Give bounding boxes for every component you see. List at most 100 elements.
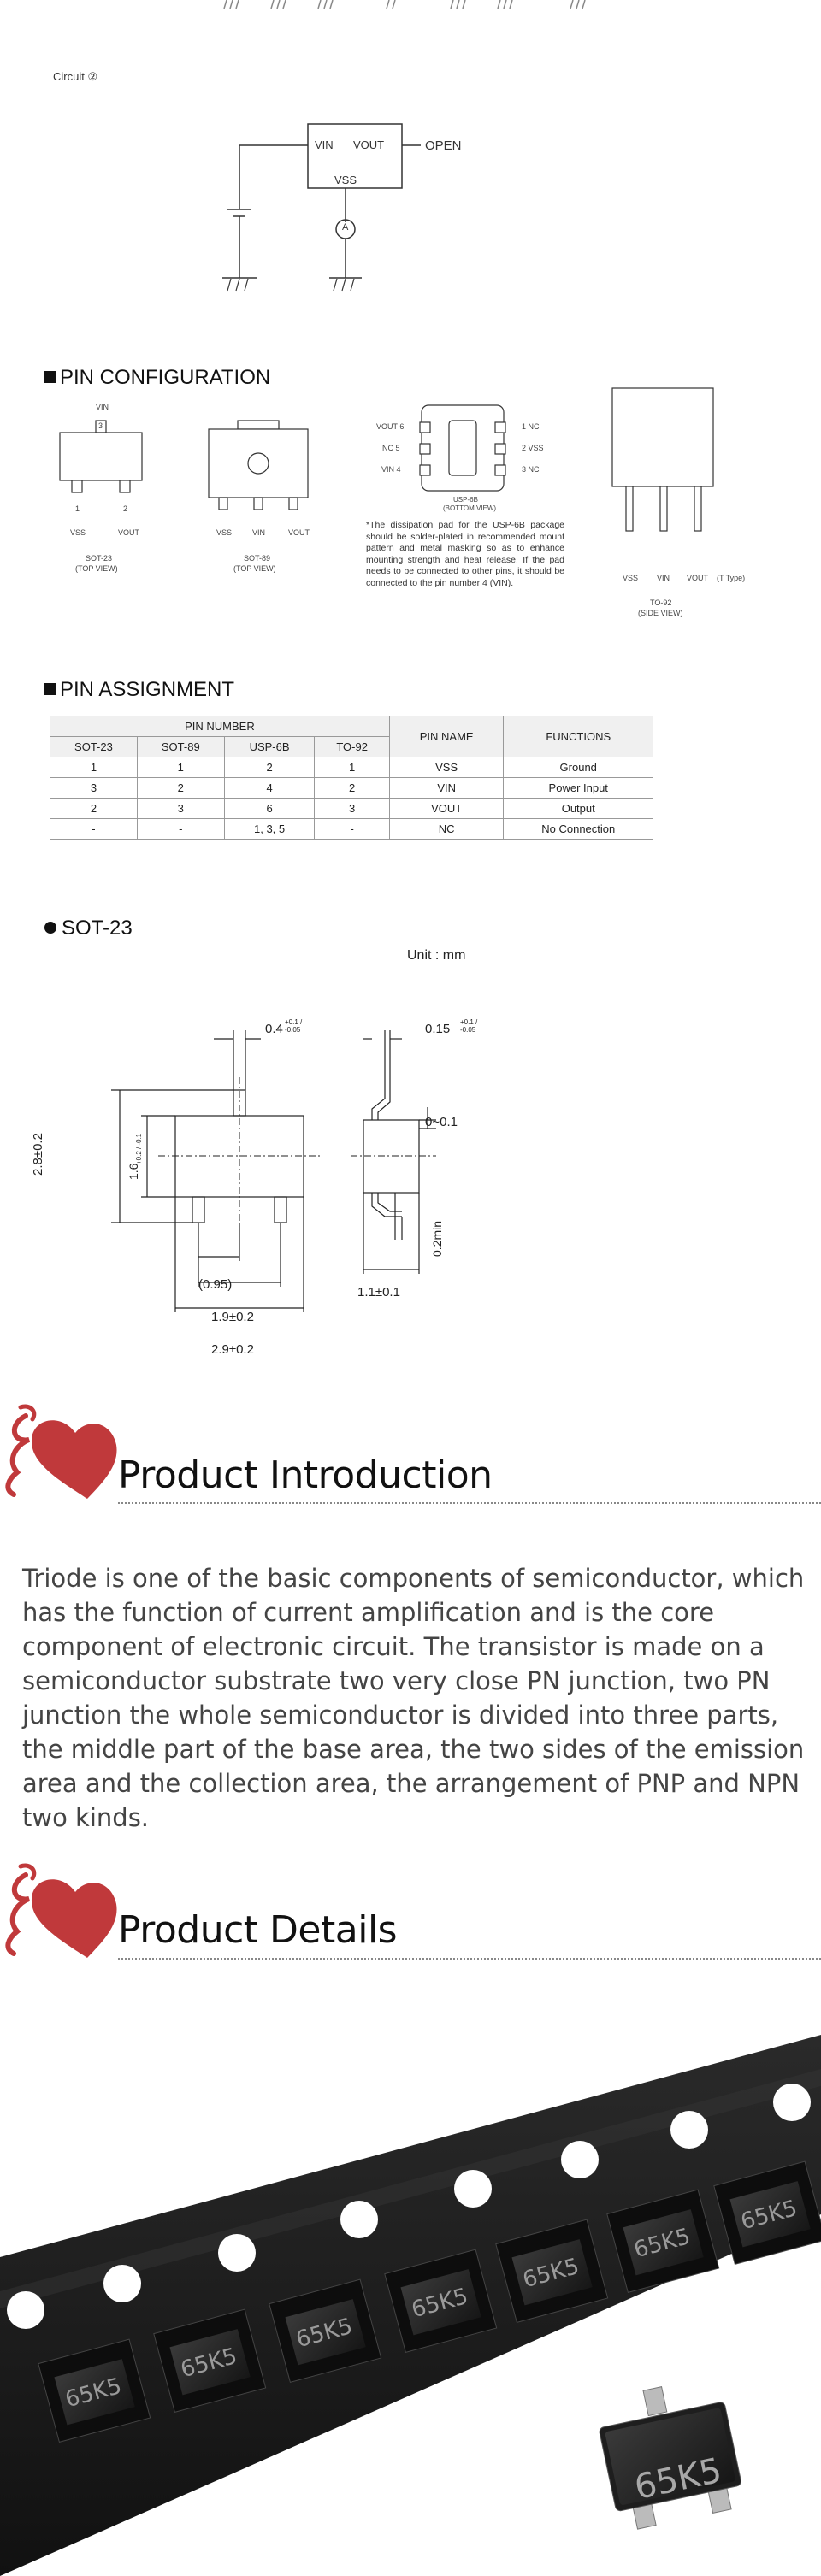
sot23-top-view-drawing <box>59 420 143 493</box>
table-cell: 1 <box>136 757 225 778</box>
pin-assignment-title: PIN ASSIGNMENT <box>44 678 234 702</box>
table-cell: 2 <box>223 757 316 778</box>
table-cell: - <box>314 818 390 840</box>
table-cell: 1, 3, 5 <box>223 818 316 840</box>
section-divider <box>118 1502 821 1504</box>
to92-vout-label: VOUT <box>687 574 709 582</box>
heart-ribbon-icon <box>5 1863 117 1958</box>
usp6b-bottom-view-drawing <box>419 404 506 492</box>
top-fragment-marks <box>223 0 586 9</box>
dim-body-height: 1.6 <box>127 1163 140 1180</box>
column-header: TO-92 <box>314 736 390 757</box>
sot23-package-dimension-drawing <box>111 1030 436 1312</box>
table-cell: 3 <box>50 777 138 799</box>
pin-number-header: PIN NUMBER <box>50 716 390 737</box>
product-introduction-title: Product Introduction <box>118 1453 493 1497</box>
dim-lead-span: 1.9±0.2 <box>211 1310 254 1324</box>
table-cell: 1 <box>50 757 138 778</box>
circuit-vin-label: VIN <box>315 139 334 151</box>
to92-vin-label: VIN <box>657 574 670 582</box>
dim-lead-min: 0.2min <box>430 1220 444 1257</box>
usp6b-right-pin-3: 3 NC <box>522 465 540 474</box>
sot89-view: (TOP VIEW) <box>233 564 276 573</box>
column-header: SOT-89 <box>136 736 225 757</box>
to92-view: (SIDE VIEW) <box>638 609 683 617</box>
table-cell: - <box>50 818 138 840</box>
sot23-pin1-label: 1 <box>75 504 80 513</box>
column-header: USP-6B <box>223 736 316 757</box>
sot23-vout-label: VOUT <box>118 528 140 537</box>
unit-label: Unit : mm <box>407 948 466 963</box>
usp6b-right-pin-1: 1 NC <box>522 422 540 431</box>
sot23-name: SOT-23 <box>86 554 113 563</box>
circuit-label: Circuit ② <box>53 70 98 83</box>
table-cell: 3 <box>314 798 390 819</box>
table-cell: VOUT <box>388 798 505 819</box>
table-cell: Output <box>503 798 653 819</box>
sot89-vin-label: VIN <box>252 528 266 537</box>
to92-vss-label: VSS <box>623 574 639 582</box>
dim-standoff: 0~0.1 <box>425 1115 458 1129</box>
table-cell: 2 <box>314 777 390 799</box>
table-cell: NC <box>388 818 505 840</box>
circuit-ammeter-label: A <box>342 222 349 233</box>
usp6b-view: (BOTTOM VIEW) <box>443 504 497 512</box>
dim-side-height: 1.1±0.1 <box>357 1285 400 1300</box>
usp6b-left-pin-4: VIN 4 <box>381 465 401 474</box>
circuit-open-label: OPEN <box>425 139 462 153</box>
table-cell: 6 <box>223 798 316 819</box>
dim-total-height: 2.8±0.2 <box>31 1133 45 1176</box>
sot89-top-view-drawing <box>208 420 309 510</box>
sot23-pin3-label: 3 <box>98 421 103 430</box>
circuit-vout-label: VOUT <box>353 139 385 151</box>
table-row: 3 2 4 2 VIN Power Input <box>50 777 653 799</box>
sot23-package-title: SOT-23 <box>44 917 133 940</box>
dim-lead-width-tolerance: +0.1 / -0.05 <box>285 1018 303 1034</box>
table-cell: Power Input <box>503 777 653 799</box>
section-divider <box>118 1958 821 1960</box>
table-cell: VIN <box>388 777 505 799</box>
table-cell: - <box>136 818 225 840</box>
dim-lead-width: 0.4 <box>265 1022 283 1036</box>
table-cell: Ground <box>503 757 653 778</box>
dim-pitch: (0.95) <box>198 1277 233 1292</box>
table-cell: 2 <box>50 798 138 819</box>
circuit-diagram <box>222 123 421 292</box>
heart-ribbon-icon <box>5 1404 117 1499</box>
product-introduction-text: Triode is one of the basic components of… <box>22 1564 805 1832</box>
table-cell: VSS <box>388 757 505 778</box>
usp6b-name: USP-6B <box>453 496 478 504</box>
table-cell: 4 <box>223 777 316 799</box>
table-row: - - 1, 3, 5 - NC No Connection <box>50 818 653 840</box>
table-cell: 3 <box>136 798 225 819</box>
usp6b-left-pin-6: VOUT 6 <box>376 422 405 431</box>
table-row: 2 3 6 3 VOUT Output <box>50 798 653 819</box>
sot23-vss-label: VSS <box>70 528 86 537</box>
circuit-vss-label: VSS <box>334 174 357 186</box>
dim-body-height-tolerance: +0.2 / -0.1 <box>135 1133 143 1164</box>
sot89-vout-label: VOUT <box>288 528 310 537</box>
table-cell: 2 <box>136 777 225 799</box>
column-header: SOT-23 <box>50 736 138 757</box>
sot89-name: SOT-89 <box>244 554 271 563</box>
to92-name: TO-92 <box>650 598 672 607</box>
sot23-view: (TOP VIEW) <box>75 564 118 573</box>
usp6b-note: *The dissipation pad for the USP-6B pack… <box>366 520 564 588</box>
product-tape-photo: 65K5 65K5 65K5 65K5 65K5 65K5 <box>0 2035 821 2576</box>
dim-lead-thickness: 0.15 <box>425 1022 451 1036</box>
usp6b-left-pin-5: NC 5 <box>382 444 400 452</box>
product-details-title: Product Details <box>118 1908 398 1952</box>
sot23-vin-label: VIN <box>96 403 109 411</box>
dim-body-width: 2.9±0.2 <box>211 1342 254 1357</box>
to92-type-label: (T Type) <box>717 574 746 582</box>
table-cell: No Connection <box>503 818 653 840</box>
pin-name-header: PIN NAME <box>388 716 505 757</box>
pin-assignment-table: PIN NUMBER PIN NAME FUNCTIONS SOT-23 SOT… <box>50 716 653 840</box>
table-cell: 1 <box>314 757 390 778</box>
sot23-pin2-label: 2 <box>123 504 128 513</box>
sot89-vss-label: VSS <box>216 528 233 537</box>
pin-configuration-title: PIN CONFIGURATION <box>44 366 270 390</box>
to92-side-view-drawing <box>611 387 714 532</box>
table-row: 1 1 2 1 VSS Ground <box>50 757 653 778</box>
functions-header: FUNCTIONS <box>503 716 653 757</box>
